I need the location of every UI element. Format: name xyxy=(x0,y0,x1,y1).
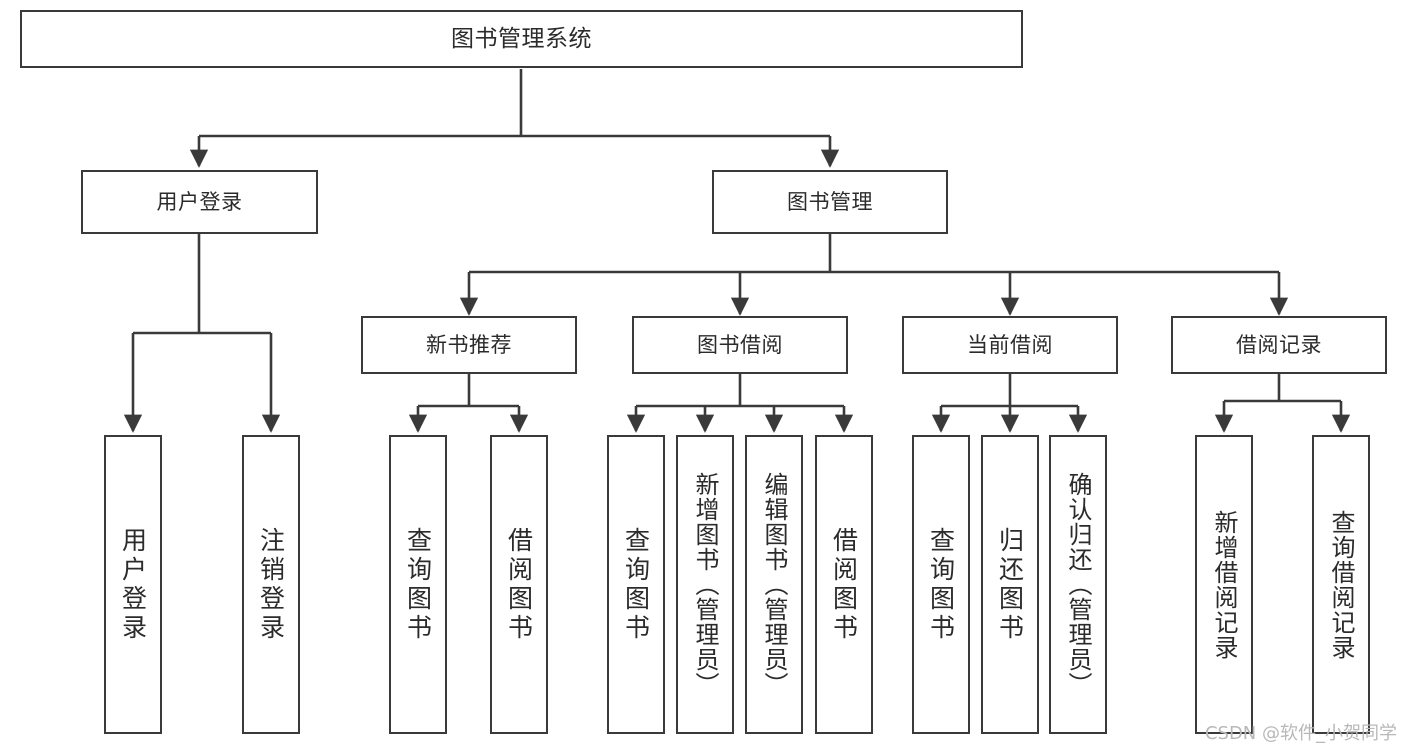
node-book-borrow[interactable]: 图书借阅 xyxy=(632,316,848,374)
node-label: 查询图书 xyxy=(403,526,433,643)
node-leaf-logout-login[interactable]: 注销登录 xyxy=(242,435,300,734)
node-label: 借阅记录 xyxy=(1236,332,1322,357)
node-label: 归还图书 xyxy=(995,526,1025,643)
node-leaf-query-record[interactable]: 查询借阅记录 xyxy=(1312,435,1370,734)
node-label: 查询图书 xyxy=(926,526,956,643)
node-leaf-borrow-book-2[interactable]: 借阅图书 xyxy=(815,435,873,734)
node-label: 新书推荐 xyxy=(426,332,512,357)
node-user-login[interactable]: 用户登录 xyxy=(81,170,318,234)
node-label: 借阅图书 xyxy=(504,526,534,643)
node-new-book-recommend[interactable]: 新书推荐 xyxy=(361,316,577,374)
node-leaf-add-book[interactable]: 新增图书（管理员） xyxy=(676,435,734,734)
node-leaf-query-book-3[interactable]: 查询图书 xyxy=(912,435,970,734)
node-label: 新增图书（管理员） xyxy=(691,472,719,697)
node-leaf-edit-book[interactable]: 编辑图书（管理员） xyxy=(745,435,803,734)
node-label: 当前借阅 xyxy=(967,332,1053,357)
node-label: 新增借阅记录 xyxy=(1210,509,1238,660)
node-label: 用户登录 xyxy=(118,526,148,643)
node-label: 查询图书 xyxy=(621,526,651,643)
node-label: 图书借阅 xyxy=(697,332,783,357)
node-current-borrow[interactable]: 当前借阅 xyxy=(902,316,1118,374)
node-borrow-record[interactable]: 借阅记录 xyxy=(1171,316,1387,374)
node-leaf-query-book-1[interactable]: 查询图书 xyxy=(389,435,447,734)
node-label: 图书管理 xyxy=(787,189,873,214)
node-leaf-add-record[interactable]: 新增借阅记录 xyxy=(1195,435,1253,734)
node-leaf-confirm-return[interactable]: 确认归还（管理员） xyxy=(1049,435,1107,734)
node-leaf-return-book[interactable]: 归还图书 xyxy=(981,435,1039,734)
node-book-management-system[interactable]: 图书管理系统 xyxy=(20,10,1023,68)
node-label: 用户登录 xyxy=(156,189,243,214)
node-label: 借阅图书 xyxy=(829,526,859,643)
node-book-management[interactable]: 图书管理 xyxy=(712,170,948,234)
node-label: 编辑图书（管理员） xyxy=(760,472,788,697)
node-leaf-borrow-book-1[interactable]: 借阅图书 xyxy=(490,435,548,734)
node-label: 确认归还（管理员） xyxy=(1064,472,1092,697)
node-leaf-query-book-2[interactable]: 查询图书 xyxy=(607,435,665,734)
node-label: 查询借阅记录 xyxy=(1327,509,1355,660)
node-label: 注销登录 xyxy=(256,526,286,643)
node-leaf-user-login[interactable]: 用户登录 xyxy=(104,435,162,734)
node-label: 图书管理系统 xyxy=(451,25,592,52)
